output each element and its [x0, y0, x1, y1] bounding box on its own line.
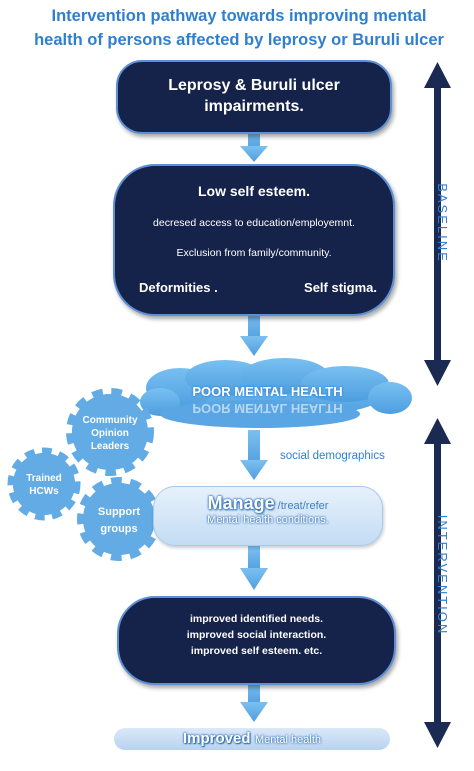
intervention-double-arrow [424, 418, 451, 748]
access-education-label: decresed access to education/employemnt. [153, 217, 355, 229]
low-self-esteem-label: Low self esteem. [197, 183, 311, 199]
improved-mental-health-bar: Improved Mental health [114, 728, 390, 750]
deformities-label: Deformities . [139, 280, 218, 295]
baseline-label: BASELINE [435, 183, 450, 263]
gear-label-line: HCWs [29, 486, 59, 497]
poor-mental-health-label: POOR MENTAL HEALTH [192, 384, 343, 399]
poor-mental-health-cloud [140, 358, 412, 428]
gear-trained-hcws [7, 447, 81, 521]
exclusion-label: Exclusion from family/community. [176, 247, 332, 259]
outcomes-box: improved identified needs. improved soci… [117, 596, 396, 685]
manage-box: Manage /treat/refer Mental health condit… [153, 486, 383, 546]
gear-community-leaders [66, 388, 154, 476]
poor-mental-health-reflection: POOR MENTAL HEALTH [192, 401, 343, 416]
gear-label-line: Community [82, 415, 138, 426]
mental-health-conditions-label: Mental health conditions. [207, 514, 329, 526]
social-demographics-label: social demographics [280, 450, 385, 462]
outcome-line-2: improved social interaction. [186, 629, 327, 641]
manage-label: Manage [207, 493, 275, 513]
self-stigma-label: Self stigma. [304, 280, 377, 295]
baseline-double-arrow [424, 62, 451, 386]
gear-label-line: Opinion [91, 428, 129, 439]
flow-arrow-3 [240, 430, 268, 480]
baseline-factors-box: Low self esteem. decresed access to educ… [113, 164, 395, 316]
title-line-1: Intervention pathway towards improving m… [51, 7, 427, 25]
flow-arrow-1 [240, 130, 268, 162]
gear-community-leaders-label: Community Opinion Leaders [76, 414, 144, 453]
gear-trained-hcws-label: Trained HCWs [14, 472, 74, 498]
flow-arrow-5 [240, 682, 268, 722]
gear-label-line: Support [97, 506, 141, 518]
flow-arrow-4 [240, 546, 268, 590]
impairments-line-1: Leprosy & Buruli ulcer [168, 77, 340, 94]
intervention-label: INTERVENTION [435, 514, 450, 636]
gear-label-line: groups [100, 523, 138, 535]
outcome-line-1: improved identified needs. [189, 613, 324, 625]
gear-support-groups-label: Support groups [87, 504, 151, 538]
impairments-box: Leprosy & Buruli ulcer impairments. [116, 60, 392, 134]
improved-label: Improved [182, 730, 251, 747]
diagram-title: Intervention pathway towards improving m… [8, 4, 470, 52]
title-line-2: health of persons affected by leprosy or… [34, 31, 444, 49]
gear-label-line: Trained [26, 473, 62, 484]
treat-refer-label: /treat/refer [274, 500, 329, 512]
flow-arrow-2 [240, 312, 268, 356]
impairments-line-2: impairments. [204, 98, 304, 115]
mental-health-label: Mental health [254, 734, 321, 746]
gear-label-line: Leaders [90, 441, 130, 452]
outcome-line-3: improved self esteem. etc. [190, 645, 323, 657]
